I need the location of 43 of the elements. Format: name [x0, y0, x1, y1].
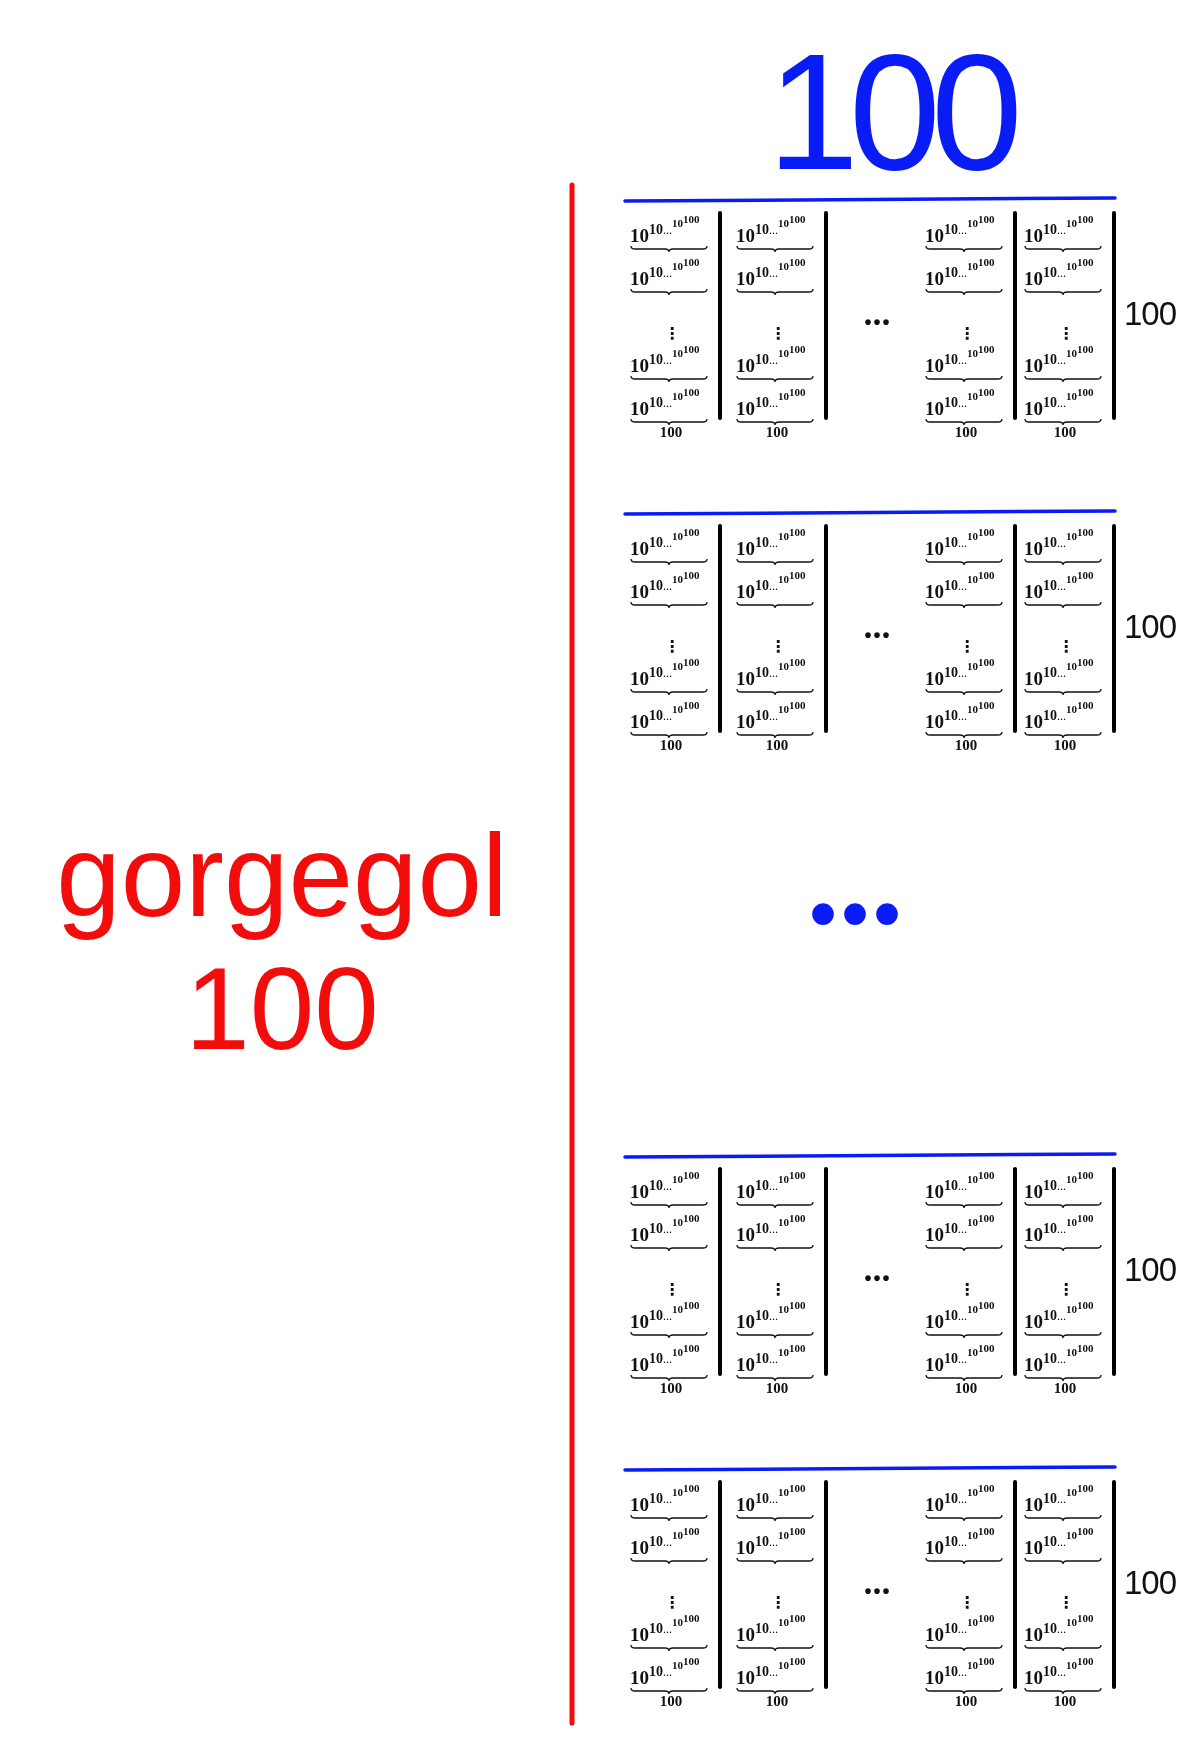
ellipsis: •••: [864, 625, 892, 645]
vertical-ellipsis: ⋮: [1058, 1595, 1074, 1611]
vertical-ellipsis: ⋮: [959, 639, 975, 655]
vertical-ellipsis: ⋮: [664, 1595, 680, 1611]
count-label: 100: [1123, 296, 1177, 330]
count-label: 100: [1053, 737, 1077, 753]
count-label: 100: [765, 737, 789, 753]
count-label: 100: [659, 737, 683, 753]
ellipsis: •••: [864, 1268, 892, 1288]
count-label: 100: [954, 1380, 978, 1396]
vertical-ellipsis: ⋮: [959, 326, 975, 342]
vertical-ellipsis: ⋮: [959, 1595, 975, 1611]
count-label: 100: [765, 424, 789, 440]
number-label: 100: [767, 30, 1013, 195]
count-label: 100: [954, 424, 978, 440]
count-label: 100: [659, 1380, 683, 1396]
ellipsis: •••: [809, 874, 905, 954]
ellipsis: •••: [864, 312, 892, 332]
vertical-ellipsis: ⋮: [770, 326, 786, 342]
count-label: 100: [954, 1693, 978, 1709]
vertical-ellipsis: ⋮: [664, 326, 680, 342]
count-label: 100: [765, 1693, 789, 1709]
count-label: 100: [1053, 1380, 1077, 1396]
vertical-ellipsis: ⋮: [959, 1282, 975, 1298]
vertical-ellipsis: ⋮: [770, 1595, 786, 1611]
count-label: 100: [1123, 609, 1177, 643]
vertical-ellipsis: ⋮: [770, 639, 786, 655]
count-label: 100: [954, 737, 978, 753]
count-label: 100: [765, 1380, 789, 1396]
name-label: gorgegol 100: [55, 810, 509, 1077]
count-label: 100: [659, 1693, 683, 1709]
vertical-ellipsis: ⋮: [664, 1282, 680, 1298]
count-label: 100: [659, 424, 683, 440]
count-label: 100: [1123, 1565, 1177, 1599]
count-label: 100: [1053, 424, 1077, 440]
vertical-ellipsis: ⋮: [1058, 326, 1074, 342]
vertical-ellipsis: ⋮: [664, 639, 680, 655]
vertical-ellipsis: ⋮: [1058, 639, 1074, 655]
vertical-ellipsis: ⋮: [1058, 1282, 1074, 1298]
count-label: 100: [1053, 1693, 1077, 1709]
ellipsis: •••: [864, 1581, 892, 1601]
vertical-ellipsis: ⋮: [770, 1282, 786, 1298]
count-label: 100: [1123, 1252, 1177, 1286]
